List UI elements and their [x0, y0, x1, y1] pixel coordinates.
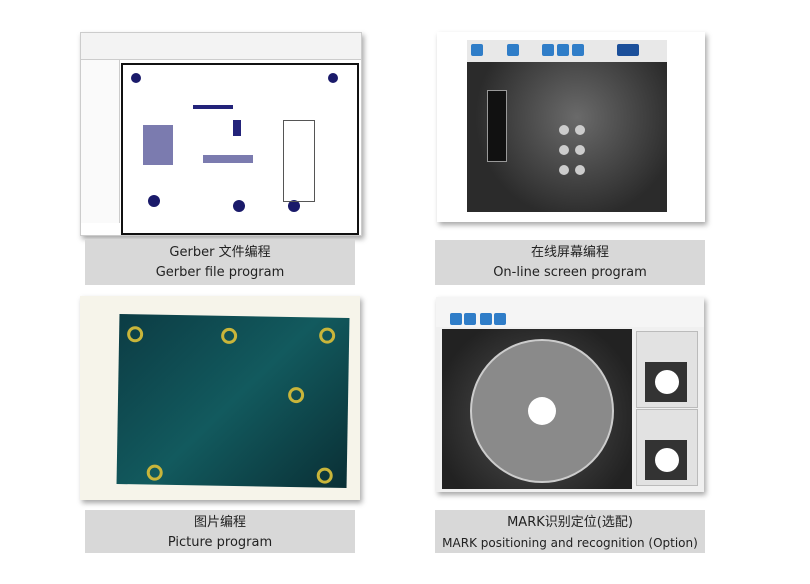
pcb-photo — [116, 313, 350, 489]
caption-en: Picture program — [167, 535, 273, 550]
caption-gerber: Gerber 文件编程 Gerber file program — [85, 240, 355, 285]
toolbar — [81, 33, 361, 60]
toolbar — [436, 297, 704, 327]
caption-picture: 图片编程 Picture program — [85, 510, 355, 553]
caption-mark: MARK识别定位(选配) MARK positioning and recogn… — [435, 510, 705, 553]
caption-online: 在线屏幕编程 On-line screen program — [435, 240, 705, 285]
caption-cn: MARK识别定位(选配) — [507, 515, 633, 530]
caption-en: Gerber file program — [155, 265, 285, 280]
mark-panel-2 — [636, 409, 698, 486]
mark-camera-view — [442, 329, 632, 489]
gerber-board — [121, 63, 359, 235]
online-screen-screenshot — [437, 32, 705, 222]
caption-cn: Gerber 文件编程 — [169, 245, 271, 260]
caption-cn: 在线屏幕编程 — [530, 245, 609, 260]
toolbar — [467, 40, 667, 62]
picture-screenshot — [80, 296, 360, 500]
camera-view — [467, 40, 667, 212]
caption-cn: 图片编程 — [193, 515, 246, 530]
mark-panel-1 — [636, 331, 698, 408]
gerber-screenshot — [80, 32, 362, 236]
mark-screenshot — [436, 297, 704, 492]
sidebar — [81, 60, 120, 223]
caption-en: MARK positioning and recognition (Option… — [442, 536, 698, 550]
caption-en: On-line screen program — [493, 265, 647, 280]
